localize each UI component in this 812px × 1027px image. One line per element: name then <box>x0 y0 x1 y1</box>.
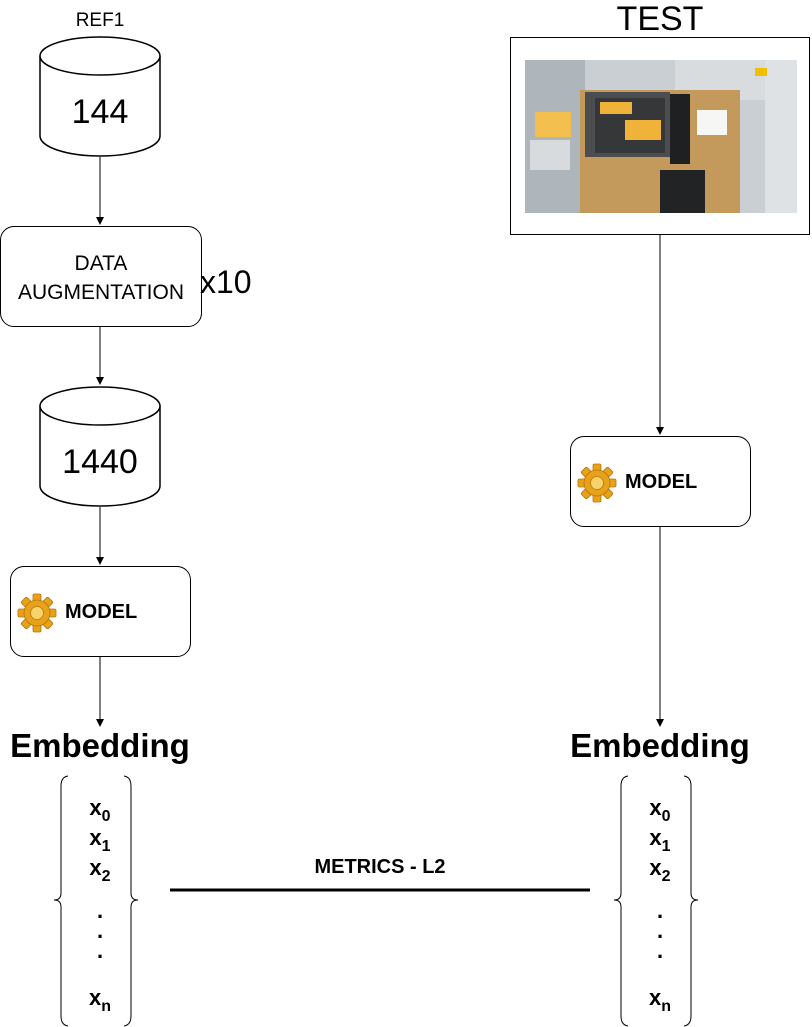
vector-item-left: x1 <box>89 825 111 855</box>
augmentation-factor: x10 <box>200 264 252 300</box>
vector-item-right: x2 <box>649 855 671 885</box>
model-box-right: MODEL <box>570 436 751 527</box>
vector-item-left: x2 <box>89 855 111 885</box>
ellipsis-dot: . <box>96 938 104 963</box>
ellipsis-dot: . <box>96 898 104 923</box>
ref-count: 144 <box>71 93 129 131</box>
cylinder-icon <box>39 36 161 157</box>
brace-icon <box>683 775 699 1027</box>
augmentation-label: DATA AUGMENTATION <box>1 249 201 307</box>
vector-item-right: x0 <box>649 795 671 825</box>
ellipsis-dot: . <box>96 918 104 943</box>
embedding-title-left: Embedding <box>10 727 190 764</box>
augmentation-label-line2: AUGMENTATION <box>17 281 185 304</box>
vector-item-left: xn <box>88 985 112 1015</box>
vector-item-right: xn <box>648 985 672 1015</box>
embedding-title-right: Embedding <box>570 727 750 764</box>
ellipsis-dot: . <box>656 918 664 943</box>
ellipsis-dot: . <box>656 898 664 923</box>
test-photo <box>525 60 797 213</box>
model-box-left: MODEL <box>10 566 191 657</box>
ref-label: REF1 <box>75 10 125 31</box>
vector-item-left: x0 <box>89 795 111 825</box>
model-label-left: MODEL <box>65 601 138 623</box>
model-label-right: MODEL <box>625 471 698 493</box>
gear-icon <box>577 463 617 503</box>
brace-icon <box>613 775 629 1027</box>
brace-icon <box>53 775 69 1027</box>
ellipsis-dot: . <box>656 938 664 963</box>
augmented-count: 1440 <box>62 443 138 481</box>
data-augmentation-box: DATA AUGMENTATION <box>0 226 202 327</box>
test-image-frame <box>510 37 810 235</box>
vector-item-right: x1 <box>649 825 671 855</box>
augmentation-label-line1: DATA <box>74 252 128 275</box>
cylinder-icon <box>39 386 161 507</box>
brace-icon <box>123 775 139 1027</box>
metrics-label: METRICS - L2 <box>314 856 446 878</box>
gear-icon <box>17 593 57 633</box>
test-label: TEST <box>616 0 704 38</box>
